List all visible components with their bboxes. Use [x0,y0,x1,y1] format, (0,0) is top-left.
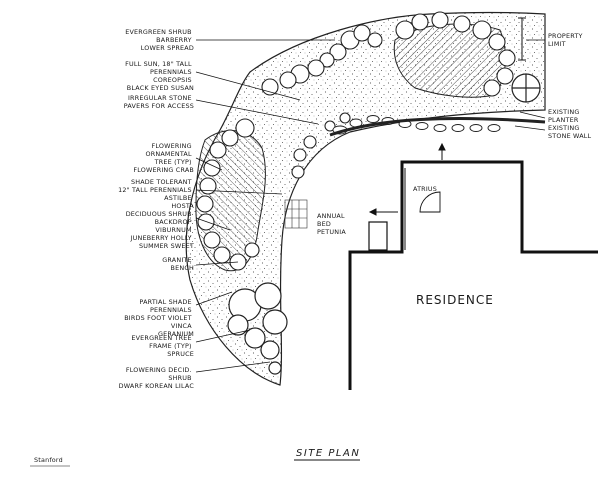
callout-existing-planter: EXISTING PLANTER [548,108,582,124]
callout-deciduous-shrub: DECIDUOUS SHRUB BACKDROP VIBURNUM JUNEBE… [126,210,194,250]
callout-property-limit: PROPERTY LIMIT [548,32,585,48]
callout-evergreen-tree: EVERGREEN TREE FRAME (TYP) SPRUCE [131,334,194,358]
annual-bed [284,199,308,229]
annual-bed-label: ANNUAL BED PETUNIA [317,212,347,236]
door-label: ATRIUS [413,185,437,193]
signature: Stanford [34,456,63,464]
callout-flowering-decid-shrub: FLOWERING DECID. SHRUB DWARF KOREAN LILA… [119,366,195,390]
access-arrows [368,142,446,216]
callout-evergreen-shrub: EVERGREEN SHRUB BARBERRY LOWER SPREAD [125,28,194,52]
callout-existing-stone-wall: EXISTING STONE WALL [548,124,592,140]
door-swing [419,191,441,213]
page-title: SITE PLAN [296,448,360,459]
existing-stone-wall [329,116,546,137]
callout-full-sun-perennials: FULL SUN, 18" TALL PERENNIALS COREOPSIS … [125,60,194,92]
callout-stone-pavers: IRREGULAR STONE PAVERS FOR ACCESS [124,94,194,110]
leader-lines [195,39,546,373]
callout-flowering-tree: FLOWERING ORNAMENTAL TREE (TYP) FLOWERIN… [133,142,194,174]
callout-partial-shade-perennials: PARTIAL SHADE PERENNIALS BIRDS FOOT VIOL… [124,298,194,338]
property-limit-marker [518,17,526,61]
entry-step [368,221,388,251]
callout-granite-bench: GRANITE BENCH [162,256,194,272]
shrub-symbols [196,11,516,271]
callout-shade-perennials: SHADE TOLERANT 12" TALL PERENNIALS ASTIL… [118,178,194,210]
tree-symbols [227,73,541,375]
residence-label: RESIDENCE [416,293,494,307]
residence-outline [348,160,598,390]
